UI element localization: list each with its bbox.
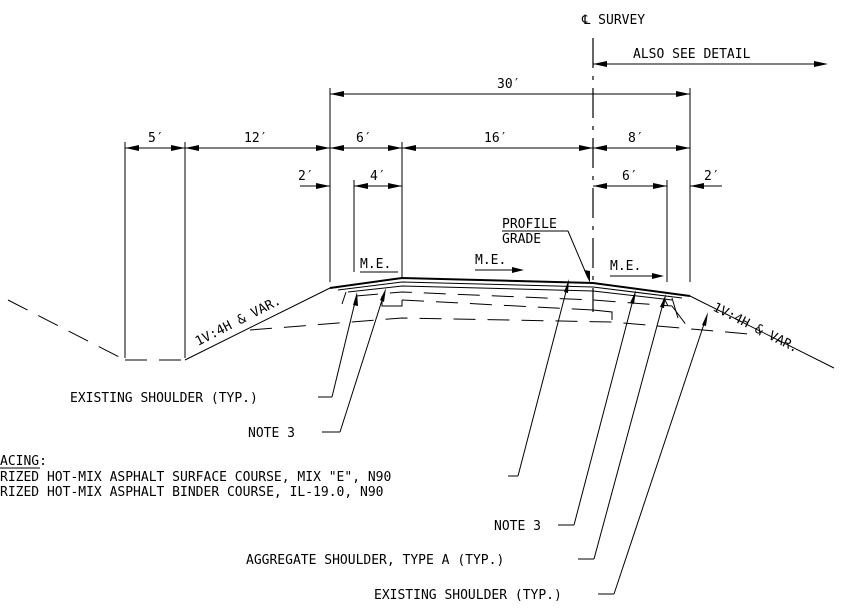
callout-note3-right: NOTE 3 <box>494 290 636 534</box>
pavement-section <box>7 276 835 369</box>
callout-existing-shoulder-right-text: EXISTING SHOULDER (TYP.) <box>374 588 562 603</box>
detail-note-group: ALSO SEE DETAIL <box>593 47 828 67</box>
survey-label: ℄ SURVEY <box>581 13 645 28</box>
me-label-center: M.E. <box>475 253 506 268</box>
callout-binder-course: RIZED HOT-MIX ASPHALT BINDER COURSE, IL-… <box>0 485 384 500</box>
dimension-16ft: 16′ <box>484 131 507 146</box>
survey-centerline: ℄ SURVEY <box>581 13 645 312</box>
callout-existing-shoulder-left-text: EXISTING SHOULDER (TYP.) <box>70 391 258 406</box>
callout-note3-left-text: NOTE 3 <box>248 426 295 441</box>
me-label-right: M.E. <box>610 259 641 274</box>
callout-aggregate-shoulder: AGGREGATE SHOULDER, TYPE A (TYP.) <box>246 294 666 568</box>
match-existing-labels: M.E. M.E. M.E. <box>360 253 664 279</box>
dimension-row-secondary: 2′ 4′ 6′ 2′ <box>298 169 722 282</box>
slope-label-right: 1V:4H & VAR. <box>710 300 800 356</box>
callout-existing-shoulder-right: EXISTING SHOULDER (TYP.) <box>374 312 708 603</box>
slope-label-left: 1V:4H & VAR. <box>193 294 283 350</box>
callout-existing-shoulder-left: EXISTING SHOULDER (TYP.) <box>70 292 358 406</box>
callout-resurfacing: ACING: RIZED HOT-MIX ASPHALT SURFACE COU… <box>0 279 569 500</box>
detail-note: ALSO SEE DETAIL <box>633 47 751 62</box>
profile-grade-line2: GRADE <box>502 232 541 247</box>
dimension-4ft: 4′ <box>370 169 386 184</box>
me-label-left: M.E. <box>360 257 391 272</box>
dimension-overall-label: 30′ <box>497 77 520 92</box>
dimension-6ft-right: 6′ <box>622 169 638 184</box>
dimension-6ft: 6′ <box>356 131 372 146</box>
dimension-5ft: 5′ <box>148 131 164 146</box>
dimension-12ft: 12′ <box>244 131 267 146</box>
dimension-2ft-left: 2′ <box>298 169 314 184</box>
dimension-2ft-right: 2′ <box>704 169 720 184</box>
callout-aggregate-shoulder-text: AGGREGATE SHOULDER, TYPE A (TYP.) <box>246 553 504 568</box>
callout-note3-right-text: NOTE 3 <box>494 519 541 534</box>
callout-note3-left: NOTE 3 <box>248 288 386 441</box>
dimension-row-main: 5′ 12′ 6′ 16′ 8′ <box>124 131 690 358</box>
profile-grade-line1: PROFILE <box>502 217 557 232</box>
dimension-overall: 30′ <box>329 77 691 282</box>
callout-surface-course: RIZED HOT-MIX ASPHALT SURFACE COURSE, MI… <box>0 470 391 485</box>
dimension-8ft: 8′ <box>628 131 644 146</box>
profile-grade-callout: PROFILE GRADE <box>502 217 590 283</box>
callout-resurfacing-title: ACING: <box>0 454 47 469</box>
